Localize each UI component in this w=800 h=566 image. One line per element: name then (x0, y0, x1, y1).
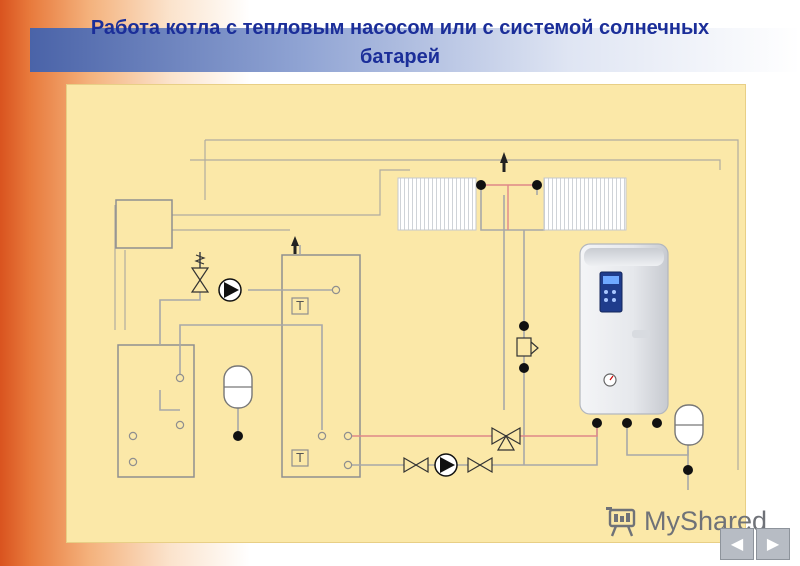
myshared-logo: MyShared (604, 503, 767, 539)
buffer-tank (117, 344, 195, 478)
safety-valve (190, 252, 210, 293)
arrow-left-icon: ◀ (730, 536, 744, 553)
title-bar (30, 28, 800, 72)
expansion-vessel-right (674, 404, 704, 446)
hot-water-tank (281, 254, 361, 478)
bypass-valve (516, 337, 539, 357)
temp-sensor-lower-label: T (296, 451, 304, 465)
pipe-terminals (128, 285, 353, 470)
controller-box (115, 199, 173, 249)
arrow-right-icon: ▶ (766, 536, 780, 553)
next-slide-button[interactable]: ▶ (756, 528, 790, 560)
prev-slide-button[interactable]: ◀ (720, 528, 754, 560)
radiator-left (397, 177, 477, 231)
myshared-logo-icon (606, 507, 636, 537)
expansion-vessel-left (223, 365, 253, 409)
control-wires (114, 139, 739, 470)
three-way-valve (491, 426, 521, 451)
pump-upper (218, 278, 242, 302)
temp-sensor-upper-label: T (296, 299, 304, 313)
radiator-right (543, 177, 627, 231)
pump-lower (403, 453, 493, 477)
temp-sensor-upper (291, 297, 309, 315)
slide-title: Работа котла с тепловым насосом или с си… (90, 17, 710, 68)
temp-sensor-lower (291, 449, 309, 467)
air-vent-top (500, 152, 508, 172)
valves (233, 180, 693, 475)
air-vent-tank (291, 236, 299, 254)
electric-boiler (579, 243, 669, 415)
